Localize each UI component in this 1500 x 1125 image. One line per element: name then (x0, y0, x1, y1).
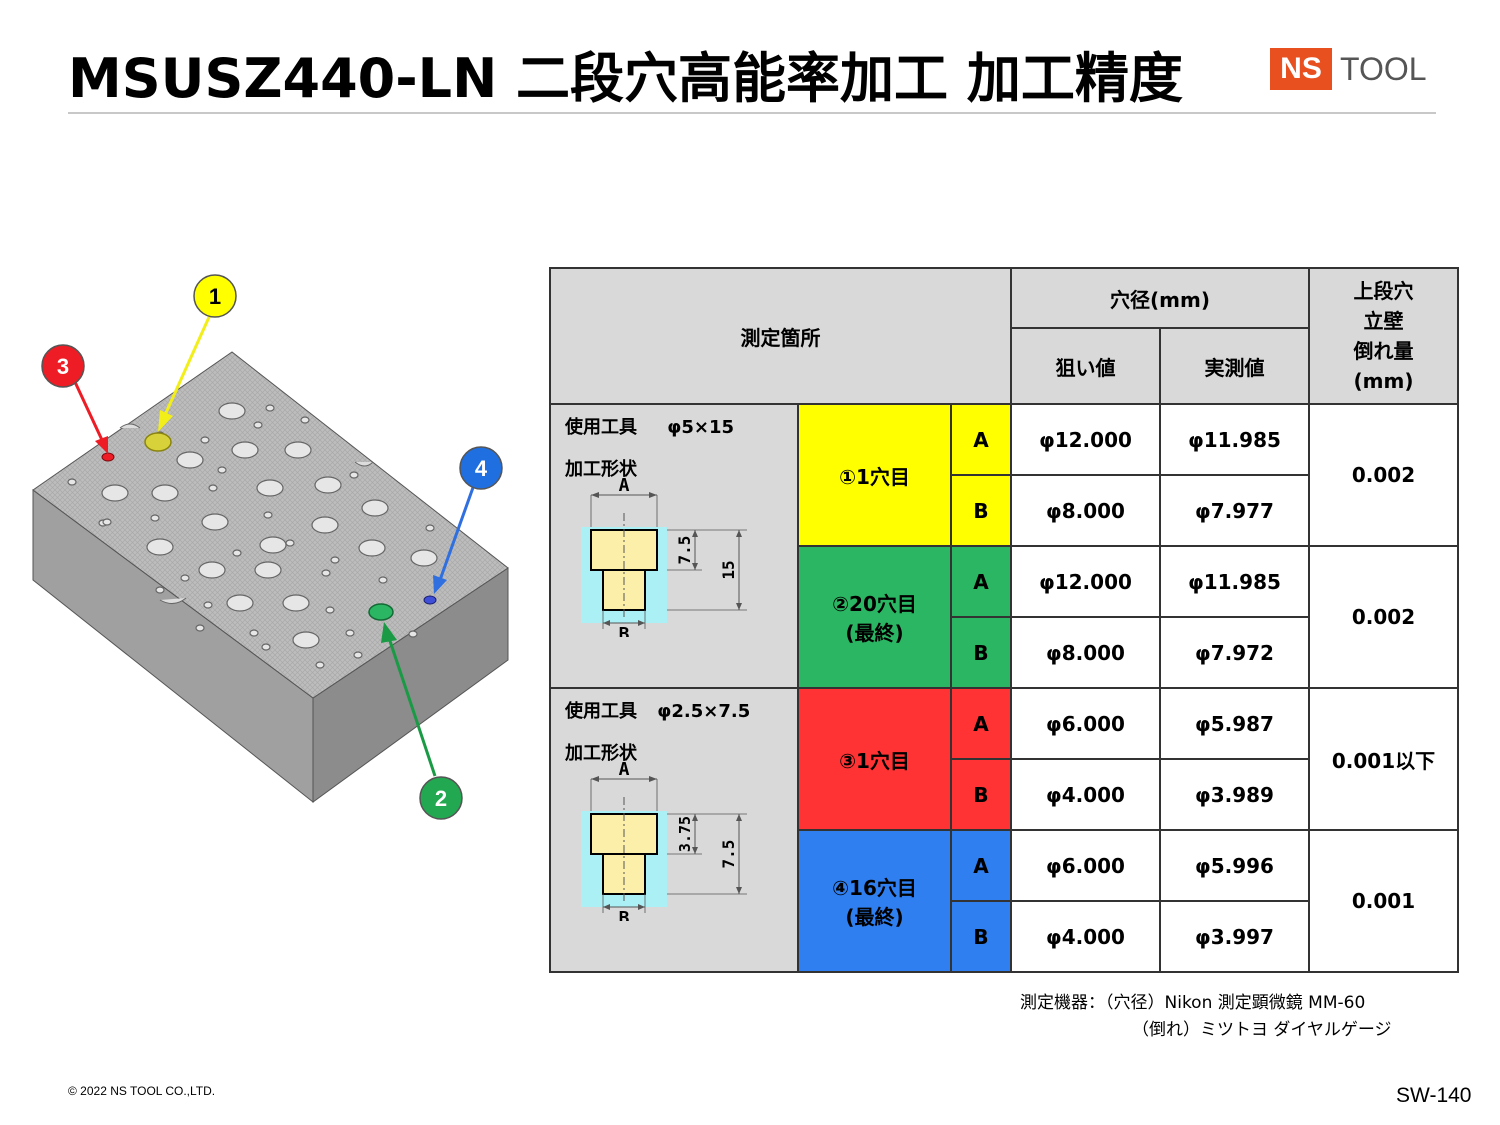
point-cell: A (950, 403, 1012, 476)
header-tilt-line-2: 立壁 (1363, 309, 1404, 333)
actual-value: φ11.985 (1159, 403, 1310, 476)
location-3-label: ③1穴目 (839, 748, 910, 773)
target-value: φ4.000 (1010, 900, 1161, 973)
target-value: φ4.000 (1010, 758, 1161, 831)
tool-group-1: 使用工具 φ5×15 加工形状 A B (549, 403, 799, 689)
hole-3-highlight (101, 452, 115, 462)
location-1-label: ①1穴目 (839, 464, 910, 489)
point-cell: A (950, 687, 1012, 760)
marker-4: 4 (459, 446, 503, 490)
tilt-value: 0.002 (1308, 545, 1459, 689)
tilt-value: 0.002 (1308, 403, 1459, 547)
dim-upper-label: 7.5 (675, 536, 694, 565)
logo-tool-text: TOOL (1340, 50, 1427, 87)
dim-upper-label: 3.75 (676, 816, 694, 852)
note-line-1: 測定機器：（穴径）Nikon 測定顕微鏡 MM-60 (1020, 993, 1366, 1013)
note-line-2: （倒れ）ミツトヨ ダイヤルゲージ (1132, 1020, 1392, 1040)
location-cell-3: ③1穴目 (797, 687, 952, 831)
actual-value: φ11.985 (1159, 545, 1310, 618)
tool-group-2: 使用工具 φ2.5×7.5 加工形状 A B (549, 687, 799, 973)
marker-3-label: 3 (57, 354, 69, 379)
actual-value: φ7.977 (1159, 474, 1310, 547)
location-cell-1: ①1穴目 (797, 403, 952, 547)
page-number: SW-140 (1396, 1084, 1472, 1107)
tilt-value: 0.001以下 (1308, 687, 1459, 831)
actual-value: φ7.972 (1159, 616, 1310, 689)
dim-a-label: A (619, 761, 630, 780)
marker-1-label: 1 (209, 284, 221, 309)
header-tilt-line-3: 倒れ量 (1353, 339, 1414, 363)
tool-label: 使用工具 φ5×15 (565, 413, 734, 439)
location-2-label: ②20穴目 (832, 592, 917, 616)
point-cell: A (950, 545, 1012, 618)
header-tilt-line-4: (mm) (1353, 369, 1414, 393)
tool-label: 使用工具 φ2.5×7.5 (565, 697, 750, 723)
hole-grid (67, 402, 438, 669)
arrow-1 (158, 314, 212, 432)
hole-profile-drawing-2: A B 3.75 7.5 (581, 761, 747, 921)
point-cell: B (950, 616, 1012, 689)
target-value: φ6.000 (1010, 829, 1161, 902)
tool-size: φ2.5×7.5 (657, 701, 751, 722)
arrow-4 (433, 481, 477, 594)
tool-size: φ5×15 (667, 417, 735, 438)
marker-4-label: 4 (475, 456, 488, 481)
target-value: φ12.000 (1010, 403, 1161, 476)
point-cell: B (950, 900, 1012, 973)
point-cell: B (950, 474, 1012, 547)
target-value: φ12.000 (1010, 545, 1161, 618)
hole-2-highlight (368, 603, 394, 621)
measurement-notes: 測定機器：（穴径）Nikon 測定顕微鏡 MM-60 （倒れ）ミツトヨ ダイヤルゲ… (1020, 990, 1392, 1044)
dim-total-label: 7.5 (719, 840, 738, 869)
marker-1: 1 (193, 274, 237, 318)
hole-4-highlight (423, 595, 437, 605)
target-value: φ8.000 (1010, 474, 1161, 547)
dim-b-label: B (619, 624, 630, 637)
actual-value: φ3.997 (1159, 900, 1310, 973)
header-target: 狙い値 (1010, 327, 1161, 405)
title-divider (68, 112, 1436, 114)
location-cell-4: ④16穴目 (最終) (797, 829, 952, 973)
hole-profile-drawing-1: A B 7.5 15 (581, 477, 747, 637)
tilt-value: 0.001 (1308, 829, 1459, 973)
company-logo: NS TOOL (1270, 48, 1427, 90)
page-title: MSUSZ440-LN 二段穴高能率加工 加工精度 (68, 47, 1183, 110)
workpiece-illustration: 1 2 3 4 (32, 274, 509, 820)
point-cell: A (950, 829, 1012, 902)
header-diameter: 穴径(mm) (1010, 267, 1310, 329)
shape-label: 加工形状 (565, 743, 637, 764)
tool-label-text: 使用工具 (565, 701, 637, 722)
location-cell-2: ②20穴目 (最終) (797, 545, 952, 689)
logo-ns-mark: NS (1270, 48, 1332, 90)
header-tilt: 上段穴 立壁 倒れ量 (mm) (1308, 267, 1459, 405)
notch-right (354, 461, 374, 467)
header-tilt-line-1: 上段穴 (1353, 279, 1414, 303)
marker-3: 3 (41, 344, 85, 388)
header-location: 測定箇所 (549, 267, 1012, 405)
tool-label-text: 使用工具 (565, 417, 637, 438)
marker-2-label: 2 (435, 786, 447, 811)
location-4-label: ④16穴目 (832, 876, 917, 900)
actual-value: φ3.989 (1159, 758, 1310, 831)
actual-value: φ5.996 (1159, 829, 1310, 902)
dim-b-label: B (619, 908, 630, 921)
hole-1-highlight (144, 432, 172, 452)
dim-a-label: A (619, 477, 630, 496)
copyright: © 2022 NS TOOL CO.,LTD. (68, 1084, 216, 1098)
target-value: φ8.000 (1010, 616, 1161, 689)
notch-left (119, 423, 141, 429)
accuracy-table: 測定箇所 穴径(mm) 上段穴 立壁 倒れ量 (mm) 狙い値 実測値 使用工具… (549, 267, 1459, 973)
location-4-sublabel: (最終) (845, 905, 904, 929)
dim-total-label: 15 (719, 560, 738, 579)
target-value: φ6.000 (1010, 687, 1161, 760)
location-2-sublabel: (最終) (845, 621, 904, 645)
point-cell: B (950, 758, 1012, 831)
arrow-3 (73, 381, 108, 454)
shape-label: 加工形状 (565, 459, 637, 480)
marker-2: 2 (419, 776, 463, 820)
notch-front (159, 597, 187, 604)
arrow-2 (381, 622, 437, 777)
actual-value: φ5.987 (1159, 687, 1310, 760)
header-actual: 実測値 (1159, 327, 1310, 405)
